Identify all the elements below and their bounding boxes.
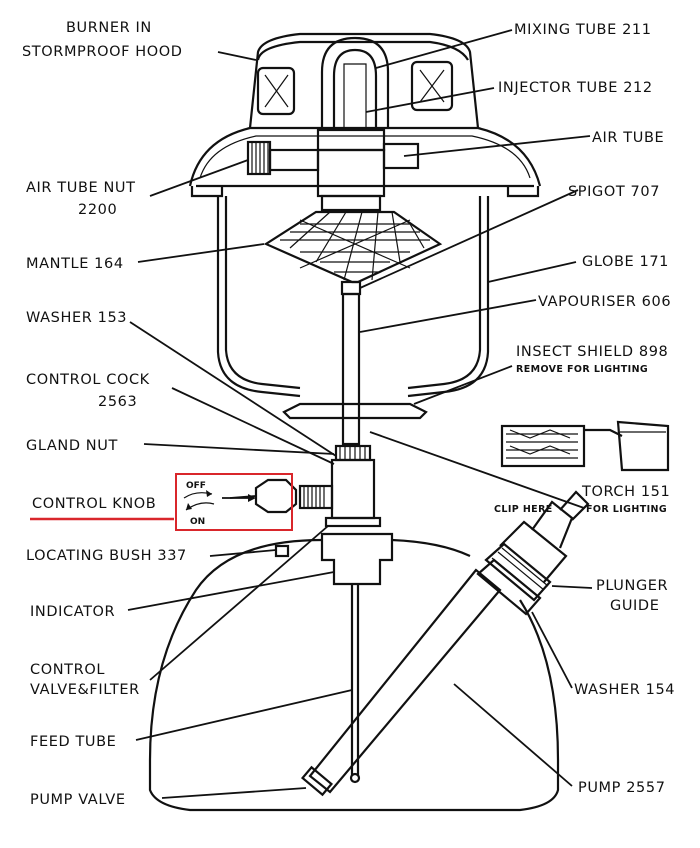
label-control-valve-line2: VALVE&FILTER (30, 682, 140, 698)
labels-left: BURNER IN STORMPROOF HOOD AIR TUBE NUT 2… (22, 20, 187, 808)
label-air-tube-nut-line2: 2200 (78, 202, 117, 218)
feed-tube (349, 584, 361, 784)
label-control-cock-line2: 2563 (98, 394, 137, 410)
label-globe: GLOBE 171 (582, 254, 669, 270)
label-control-knob: CONTROL KNOB (32, 496, 156, 512)
torch-illustration (500, 420, 670, 472)
label-for-lighting: FOR LIGHTING (586, 504, 667, 515)
locating-bush (274, 544, 290, 558)
label-mantle: MANTLE 164 (26, 256, 124, 272)
label-pump-valve: PUMP VALVE (30, 792, 126, 808)
label-injector-tube: INJECTOR TUBE 212 (498, 80, 653, 96)
label-washer-154: WASHER 154 (574, 682, 675, 698)
label-pump: PUMP 2557 (578, 780, 666, 796)
label-torch: TORCH 151 (581, 484, 670, 500)
globe (216, 196, 490, 398)
mantle (263, 210, 443, 296)
label-air-tube: AIR TUBE (592, 130, 664, 146)
label-control-valve-line1: CONTROL (30, 662, 105, 678)
label-indicator: INDICATOR (30, 604, 115, 620)
label-washer-153: WASHER 153 (26, 310, 127, 326)
label-feed-tube: FEED TUBE (30, 734, 116, 750)
off-arrowhead-icon (206, 490, 212, 497)
mixing-tube (320, 36, 390, 128)
label-insect-shield: INSECT SHIELD 898 (516, 344, 668, 360)
label-plunger-guide-line2: GUIDE (610, 598, 659, 614)
control-knob-highlight: OFF ON (30, 473, 293, 531)
label-plunger-guide-line1: PLUNGER (596, 578, 668, 594)
burner-block (246, 128, 420, 212)
label-burner-line2: STORMPROOF HOOD (22, 44, 183, 60)
label-remove-for-lighting: REMOVE FOR LIGHTING (516, 364, 648, 375)
label-mixing-tube: MIXING TUBE 211 (514, 22, 652, 38)
label-off: OFF (186, 481, 206, 491)
label-vapouriser: VAPOURISER 606 (538, 294, 671, 310)
label-on: ON (190, 517, 205, 527)
label-locating-bush: LOCATING BUSH 337 (26, 548, 187, 564)
pump (300, 490, 590, 797)
label-control-cock-line1: CONTROL COCK (26, 372, 150, 388)
leader-lines (127, 29, 593, 799)
label-spigot: SPIGOT 707 (568, 184, 660, 200)
vapouriser (341, 292, 361, 446)
insect-shield (282, 402, 428, 420)
label-clip-here: CLIP HERE (494, 504, 553, 515)
control-cock (254, 444, 382, 528)
lamp-illustration (148, 32, 670, 812)
label-gland-nut: GLAND NUT (26, 438, 118, 454)
label-burner-line1: BURNER IN (66, 20, 152, 36)
on-arrowhead-icon (186, 503, 192, 510)
label-air-tube-nut-line1: AIR TUBE NUT (26, 180, 136, 196)
knob-pointer-arrowhead-icon (248, 494, 256, 502)
highlight-box (175, 473, 293, 531)
fuel-tank (148, 532, 560, 812)
labels-right: MIXING TUBE 211 INJECTOR TUBE 212 AIR TU… (494, 22, 675, 796)
stormproof-hood (188, 32, 542, 198)
